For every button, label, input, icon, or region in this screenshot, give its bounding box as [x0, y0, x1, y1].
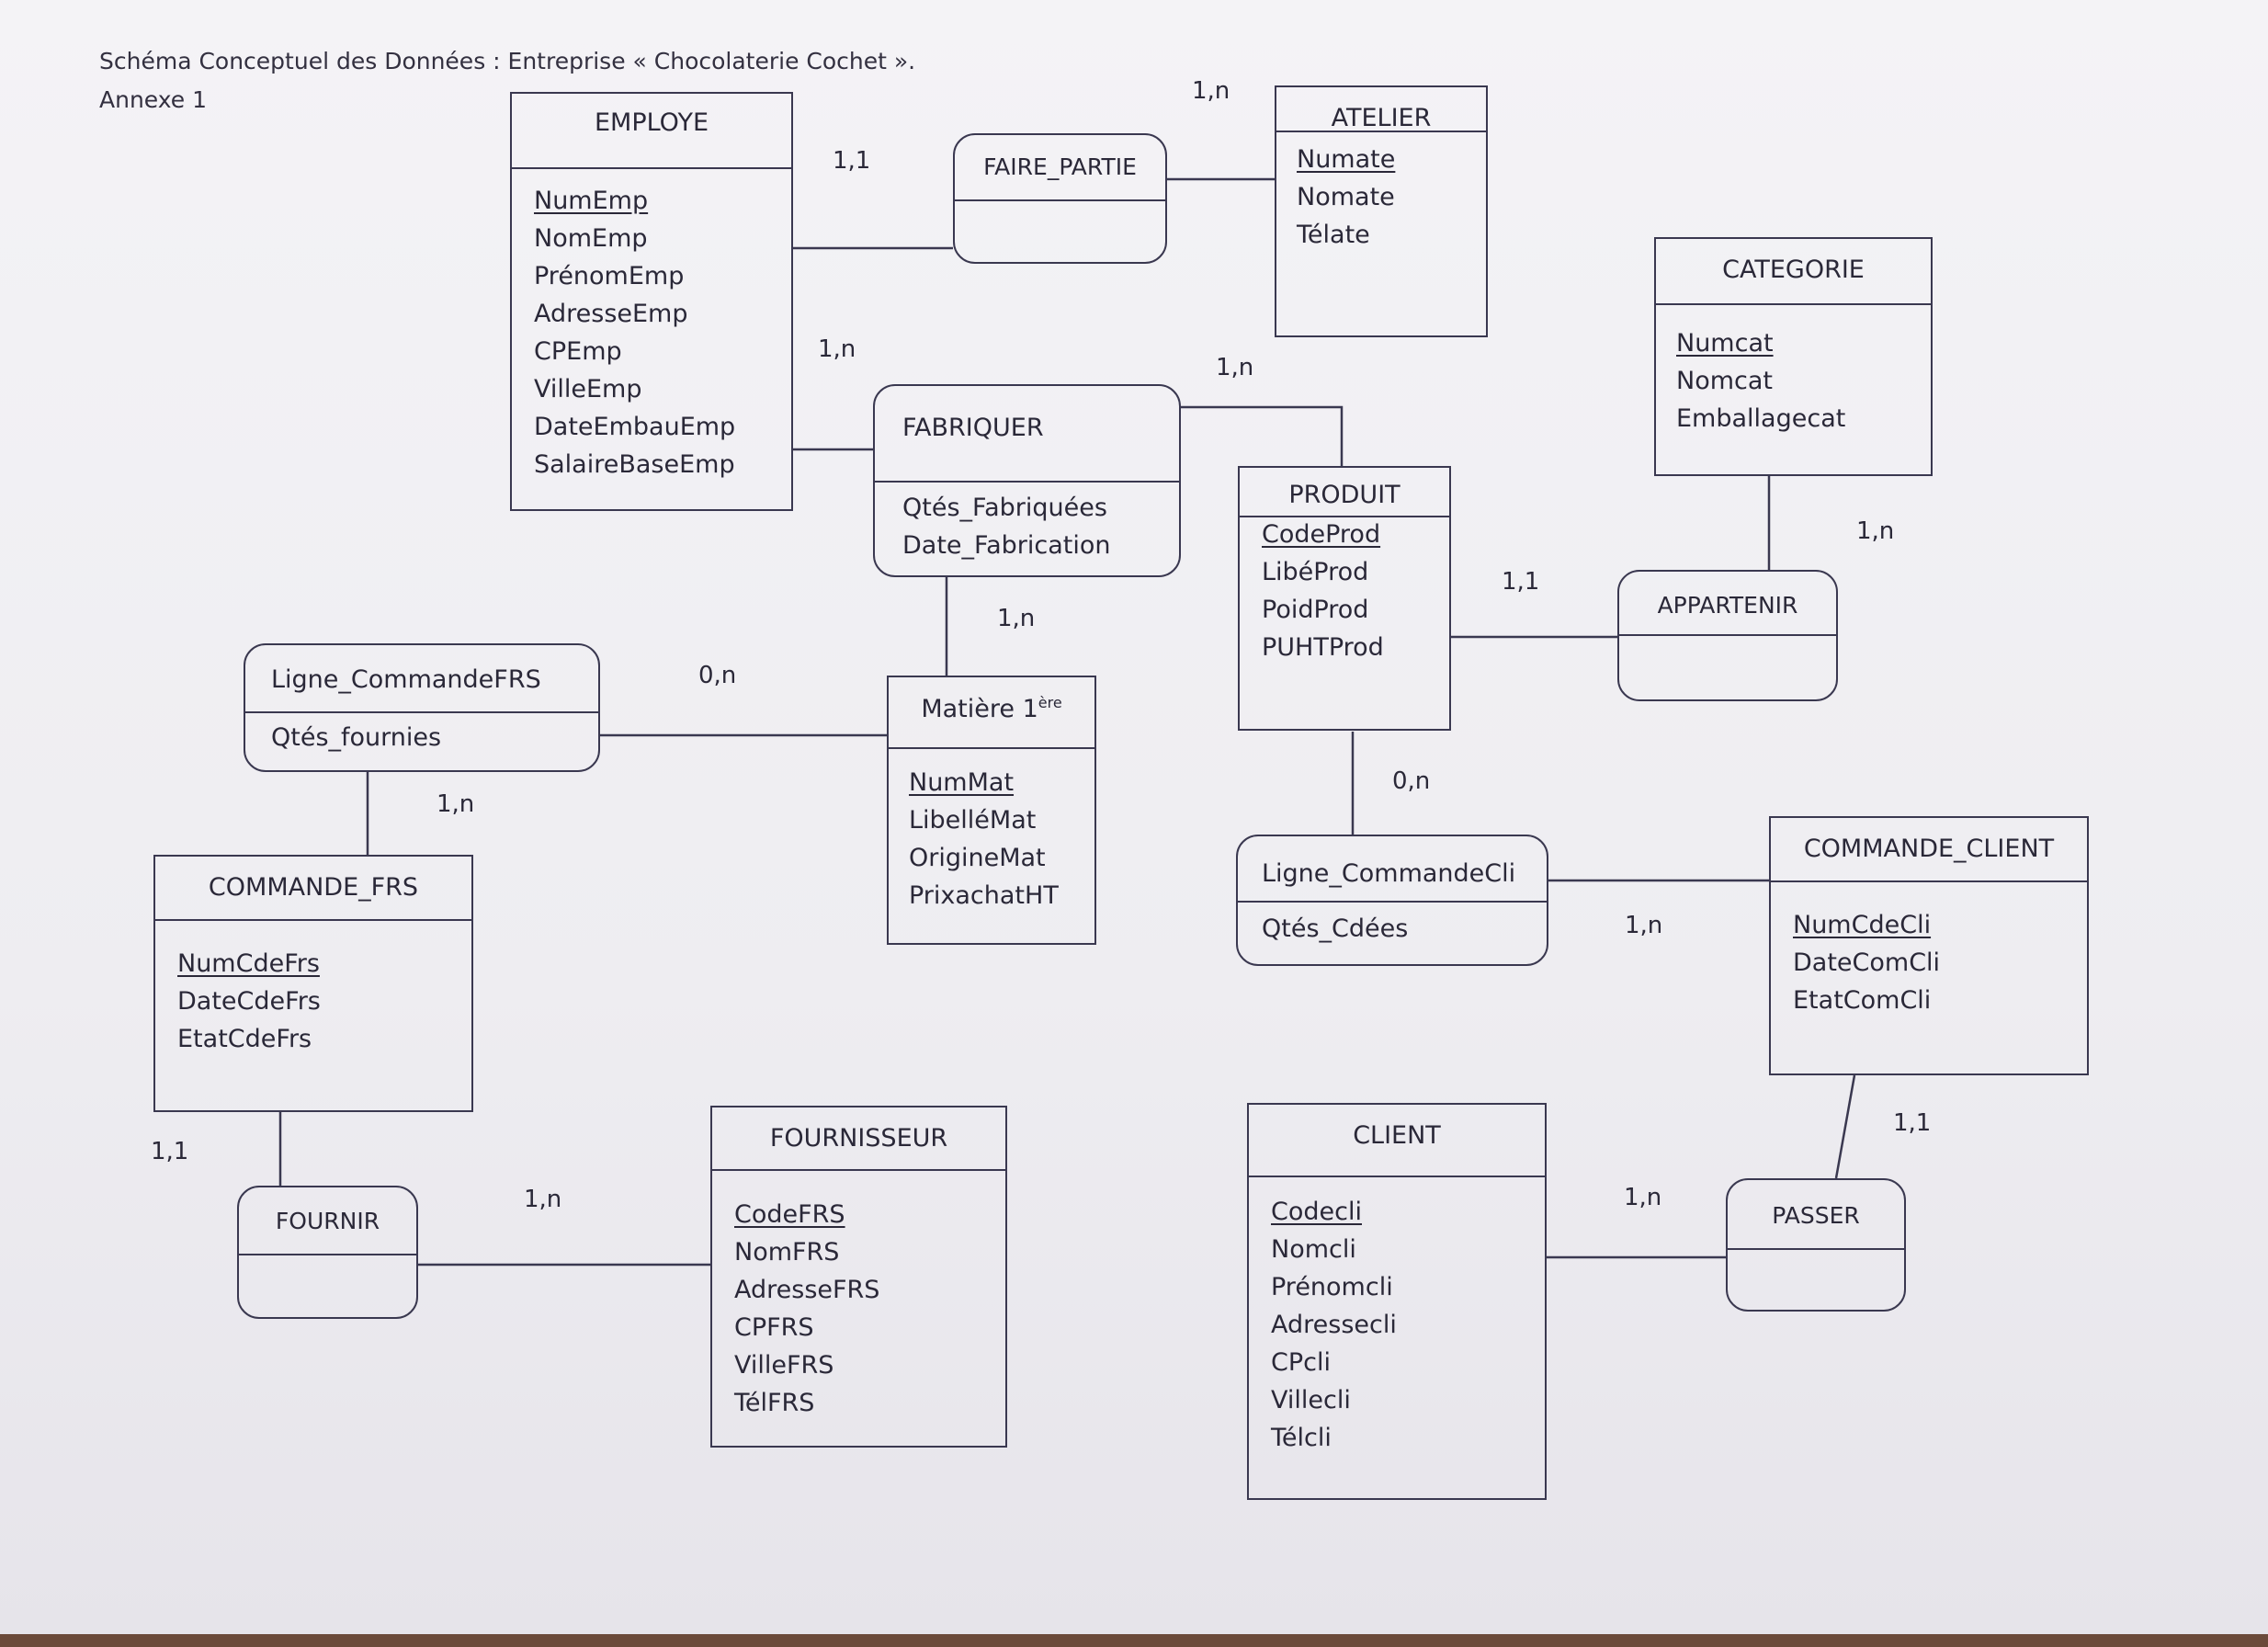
primary-key: CodeFRS	[734, 1200, 845, 1229]
entity-matiere-premiere: Matière 1ère NumMat LibelléMat OrigineMa…	[887, 676, 1096, 945]
attribute: Nomcli	[1271, 1235, 1356, 1264]
attribute: LibéProd	[1262, 558, 1369, 586]
association-title: Ligne_CommandeCli	[1262, 859, 1516, 888]
attribute: CPcli	[1271, 1348, 1331, 1377]
cardinality: 1,n	[1192, 77, 1230, 105]
association-faire-partie: FAIRE_PARTIE	[953, 133, 1167, 264]
cardinality: 1,n	[1216, 354, 1254, 381]
cardinality: 1,n	[1625, 912, 1663, 939]
entity-title: PRODUIT	[1288, 481, 1400, 509]
entity-client: CLIENT Codecli Nomcli Prénomcli Adressec…	[1247, 1103, 1547, 1500]
entity-title: COMMANDE_CLIENT	[1803, 835, 2055, 863]
cardinality: 1,n	[818, 335, 856, 363]
primary-key: Codecli	[1271, 1198, 1362, 1226]
attribute: Qtés_fournies	[271, 723, 442, 752]
attribute: DateComCli	[1793, 948, 1941, 977]
association-title: FOURNIR	[275, 1208, 380, 1234]
entity-title: FOURNISSEUR	[769, 1124, 948, 1153]
association-fabriquer: FABRIQUER Qtés_Fabriquées Date_Fabricati…	[873, 384, 1181, 577]
cardinality: 1,n	[437, 790, 475, 818]
primary-key: CodeProd	[1262, 520, 1381, 549]
primary-key: NumCdeCli	[1793, 911, 1932, 939]
attribute: Qtés_Cdées	[1262, 914, 1409, 943]
primary-key: NumEmp	[534, 187, 649, 215]
attribute: Nomcat	[1676, 367, 1773, 395]
cardinality: 1,1	[1502, 568, 1540, 596]
cardinality: 1,n	[1856, 517, 1895, 545]
attribute: NomEmp	[534, 224, 648, 253]
attribute: Prénomcli	[1271, 1273, 1393, 1301]
entity-fournisseur: FOURNISSEUR CodeFRS NomFRS AdresseFRS CP…	[710, 1106, 1007, 1448]
cardinality: 1,n	[524, 1186, 562, 1213]
attribute: DateCdeFrs	[177, 987, 321, 1016]
cardinality: 0,n	[1392, 767, 1431, 795]
primary-key: NumMat	[909, 768, 1015, 797]
entity-title: COMMANDE_FRS	[208, 873, 419, 902]
attribute: Qtés_Fabriquées	[902, 494, 1107, 522]
association-ligne-commande-frs: Ligne_CommandeFRS Qtés_fournies	[244, 643, 600, 772]
attribute: Nomate	[1297, 183, 1395, 211]
cardinality: 1,n	[997, 605, 1036, 632]
association-title: PASSER	[1772, 1202, 1860, 1229]
association-ligne-commande-cli: Ligne_CommandeCli Qtés_Cdées	[1236, 835, 1548, 966]
attribute: Adressecli	[1271, 1311, 1397, 1339]
association-title: Ligne_CommandeFRS	[271, 665, 541, 694]
entity-categorie: CATEGORIE Numcat Nomcat Emballagecat	[1654, 237, 1933, 476]
attribute: Emballagecat	[1676, 404, 1846, 433]
primary-key: Numate	[1297, 145, 1396, 174]
entity-title: Matière 1ère	[921, 694, 1062, 723]
attribute: EtatCdeFrs	[177, 1025, 312, 1053]
entity-title: ATELIER	[1331, 104, 1432, 132]
entity-atelier: ATELIER Numate Nomate Télate	[1275, 85, 1488, 337]
link-commande-client-passer	[1834, 1074, 1856, 1179]
entity-commande-client: COMMANDE_CLIENT NumCdeCli DateComCli Eta…	[1769, 816, 2089, 1075]
association-title: FAIRE_PARTIE	[983, 153, 1137, 180]
entity-title: CLIENT	[1353, 1121, 1441, 1150]
entity-title: EMPLOYE	[594, 108, 709, 137]
link-fabriquer-produit	[1181, 405, 1344, 466]
attribute: PrénomEmp	[534, 262, 685, 290]
attribute: CPEmp	[534, 337, 622, 366]
attribute: Télcli	[1271, 1424, 1332, 1452]
cardinality: 1,1	[833, 147, 871, 175]
cardinality: 1,n	[1624, 1184, 1662, 1211]
association-appartenir: APPARTENIR	[1617, 570, 1838, 701]
attribute: AdresseEmp	[534, 300, 688, 328]
attribute: VilleEmp	[534, 375, 642, 403]
attribute: TélFRS	[734, 1389, 815, 1417]
cardinality: 1,1	[1893, 1109, 1932, 1137]
entity-title: CATEGORIE	[1722, 256, 1865, 284]
association-title: FABRIQUER	[902, 414, 1044, 442]
attribute: Télate	[1297, 221, 1370, 249]
attribute: OrigineMat	[909, 844, 1046, 872]
attribute: SalaireBaseEmp	[534, 450, 735, 479]
attribute: PoidProd	[1262, 596, 1369, 624]
primary-key: NumCdeFrs	[177, 949, 320, 978]
attribute: DateEmbauEmp	[534, 413, 736, 441]
cardinality: 0,n	[698, 662, 737, 689]
attribute: PUHTProd	[1262, 633, 1384, 662]
entity-employe: EMPLOYE NumEmp NomEmp PrénomEmp AdresseE…	[510, 92, 793, 511]
association-passer: PASSER	[1726, 1178, 1906, 1312]
attribute: VilleFRS	[734, 1351, 834, 1380]
primary-key: Numcat	[1676, 329, 1774, 358]
entity-commande-frs: COMMANDE_FRS NumCdeFrs DateCdeFrs EtatCd…	[153, 855, 473, 1112]
attribute: CPFRS	[734, 1313, 814, 1342]
attribute: PrixachatHT	[909, 881, 1059, 910]
entity-produit: PRODUIT CodeProd LibéProd PoidProd PUHTP…	[1238, 466, 1451, 731]
attribute: NomFRS	[734, 1238, 840, 1266]
association-title: APPARTENIR	[1657, 592, 1798, 619]
attribute: LibelléMat	[909, 806, 1037, 835]
attribute: Villecli	[1271, 1386, 1351, 1414]
table-edge	[0, 1634, 2268, 1647]
cardinality: 1,1	[151, 1138, 189, 1165]
diagram-subtitle: Annexe 1	[99, 86, 207, 113]
attribute: EtatComCli	[1793, 986, 1932, 1015]
diagram-title: Schéma Conceptuel des Données : Entrepri…	[99, 48, 916, 74]
attribute: Date_Fabrication	[902, 531, 1111, 560]
attribute: AdresseFRS	[734, 1276, 880, 1304]
association-fournir: FOURNIR	[237, 1186, 418, 1319]
